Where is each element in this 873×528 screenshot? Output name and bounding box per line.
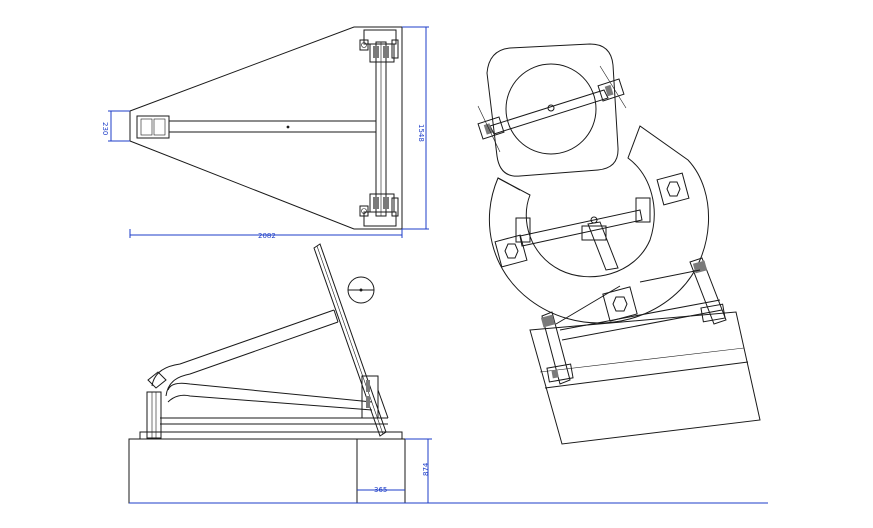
rotated-horseshoe xyxy=(488,125,710,324)
side-base-block xyxy=(128,438,406,504)
rotated-table-plate xyxy=(486,43,619,177)
side-left-post xyxy=(146,391,162,439)
bottom-bracket xyxy=(359,193,399,227)
top-bracket xyxy=(359,29,399,63)
rotated-clamp-right xyxy=(597,65,627,109)
rotated-view xyxy=(477,43,761,445)
dim-base-height-label: 874 xyxy=(422,462,430,476)
rotated-table-disk xyxy=(505,63,597,155)
side-boom xyxy=(151,309,335,387)
rotated-bolt-pad-right xyxy=(656,172,690,206)
rotated-bolt-pad-left xyxy=(494,234,528,268)
dim-width-label: 2082 xyxy=(258,232,276,240)
side-view: 874 365 xyxy=(128,243,768,504)
dim-tip-label: 230 xyxy=(101,122,109,135)
dim-height-label: 1548 xyxy=(417,124,425,142)
top-view-tip-block xyxy=(136,115,170,139)
dim-base-offset-label: 365 xyxy=(374,486,387,494)
rotated-base-block xyxy=(529,311,761,445)
top-view-frame xyxy=(129,26,403,230)
side-tilted-table xyxy=(313,243,387,437)
rotated-clamp-left xyxy=(477,105,505,153)
rotated-bolt-pad-bottom xyxy=(602,286,638,322)
top-view: 2082 1548 230 xyxy=(101,26,429,240)
top-view-center-point xyxy=(286,125,290,129)
